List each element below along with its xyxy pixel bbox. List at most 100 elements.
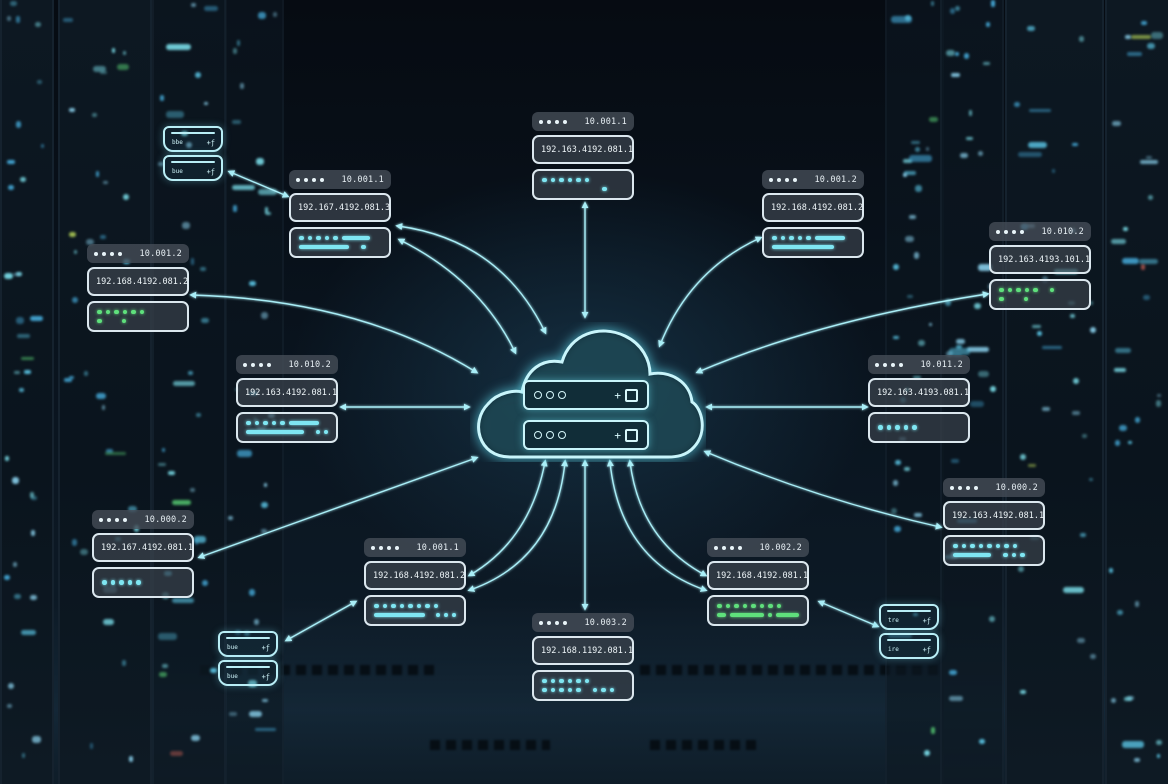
rack-led: [63, 17, 73, 22]
rack-led: [956, 338, 965, 345]
node-header-ip: 10.002.2: [759, 542, 802, 553]
node-address-left: 192.168.4: [373, 570, 420, 581]
rack-led: [1115, 347, 1132, 354]
status-led-icon: [102, 580, 107, 585]
status-circles-icon: [534, 391, 566, 399]
node-address-right: 192.081.1: [762, 570, 809, 581]
rack-led: [14, 593, 21, 600]
node-status-box: [707, 595, 809, 626]
status-indicator-row: [246, 429, 328, 435]
rack-led: [964, 53, 970, 59]
node-status-box: [943, 535, 1045, 566]
node-header-ip: 10.001.2: [814, 174, 857, 185]
node-card-n-bottom[interactable]: 10.003.2 192.168.1 192.081.1: [532, 613, 634, 701]
rack-led: [1036, 330, 1042, 337]
rack-led: [166, 43, 191, 51]
rack-led: [1090, 654, 1097, 659]
status-led-icon: [263, 420, 268, 426]
node-card-n-mid-right[interactable]: 10.011.2 192.163.4 193.081.1: [868, 355, 970, 443]
node-header: 10.010.2: [236, 355, 338, 374]
status-led-icon: [576, 177, 581, 183]
rack-led: [195, 72, 202, 79]
node-card-n-far-upper-left[interactable]: 10.001.2 192.168.4 192.081.2: [87, 244, 189, 332]
status-led-icon: [333, 235, 338, 241]
status-led-icon: [1012, 543, 1017, 549]
rack-led: [988, 615, 996, 622]
rack-led: [892, 264, 900, 270]
rack-led: [1069, 313, 1075, 319]
rack-led: [128, 505, 138, 512]
cloud-server-1[interactable]: +: [523, 380, 649, 410]
status-indicator-row: [299, 235, 381, 241]
node-card-n-lower-far-right[interactable]: 10.000.2 192.163.4 192.081.1: [943, 478, 1045, 566]
rack-led: [273, 11, 278, 17]
rack-led: [15, 271, 22, 276]
rack-led: [903, 171, 916, 176]
node-header: 10.010.2: [989, 222, 1091, 241]
status-led-icon: [324, 235, 329, 241]
status-led-icon: [271, 420, 276, 426]
status-bar: [288, 420, 319, 426]
status-led-icon: [97, 309, 102, 315]
rack-led: [29, 315, 43, 321]
status-led-icon: [97, 318, 102, 324]
node-card-n-lower-far-left[interactable]: 10.000.2 192.167.4 192.081.1: [92, 510, 194, 598]
power-icon: +ƒ: [206, 168, 215, 176]
node-card-n-far-upper-right[interactable]: 10.010.2 192.163.4 193.101.1: [989, 222, 1091, 310]
rack-led: [979, 739, 986, 745]
node-header: 10.001.1: [289, 170, 391, 189]
status-led-icon: [110, 580, 115, 585]
status-led-icon: [789, 235, 794, 241]
floor-vent: [200, 665, 440, 675]
rack-led: [1052, 168, 1056, 173]
status-led-icon: [995, 543, 1000, 549]
rack-led: [978, 150, 983, 157]
window-dots-icon: [950, 485, 978, 490]
node-address-left: 192.163.4: [541, 144, 588, 155]
cloud-server-2[interactable]: +: [523, 420, 649, 450]
rack-led: [264, 206, 269, 214]
node-address-box: 192.163.4 192.081.1: [236, 378, 338, 407]
rack-led: [1079, 35, 1085, 42]
node-card-n-lower-right[interactable]: 10.002.2 192.168.4 192.081.1: [707, 538, 809, 626]
rack-led: [905, 236, 914, 243]
rack-led: [1018, 565, 1024, 572]
rack-led: [1077, 638, 1086, 644]
rack-led: [15, 121, 21, 128]
node-card-n-lower-left[interactable]: 10.001.1 192.168.4 192.081.2: [364, 538, 466, 626]
node-status-box: [532, 670, 634, 701]
rack-led: [946, 49, 955, 57]
node-card-n-top[interactable]: 10.001.1 192.163.4 192.081.1: [532, 112, 634, 200]
power-square-icon: [625, 428, 638, 442]
status-led-icon: [131, 309, 136, 315]
status-led-icon: [567, 687, 572, 693]
node-card-n-upper-right[interactable]: 10.001.2 192.168.4 192.081.2: [762, 170, 864, 258]
node-status-box: [989, 279, 1091, 310]
rack-led: [888, 633, 913, 638]
status-led-icon: [987, 543, 992, 549]
node-address-box: 192.163.4 192.081.1: [532, 135, 634, 164]
rack-led: [204, 101, 208, 106]
status-indicator-row: [299, 244, 381, 250]
node-status-box: [236, 412, 338, 443]
status-led-icon: [1023, 296, 1028, 302]
rack-led: [202, 580, 209, 587]
status-led-icon: [717, 603, 722, 609]
rack-led: [1139, 258, 1158, 265]
node-card-n-mid-left[interactable]: 10.010.2 192.163.4 192.081.1: [236, 355, 338, 443]
rack-led: [258, 12, 266, 19]
node-address-left: 192.167.4: [298, 202, 345, 213]
node-status-box: [364, 595, 466, 626]
node-card-n-upper-left[interactable]: 10.001.1 192.167.4 192.081.3: [289, 170, 391, 258]
status-led-icon: [878, 425, 883, 430]
node-header-ip: 10.010.2: [1041, 226, 1084, 237]
rack-led: [6, 159, 15, 164]
status-led-icon: [542, 177, 547, 183]
node-address-right: 193.081.1: [923, 387, 970, 398]
node-status-box: [87, 301, 189, 332]
rack-led: [1118, 425, 1127, 431]
node-address-left: 192.168.1: [541, 645, 588, 656]
